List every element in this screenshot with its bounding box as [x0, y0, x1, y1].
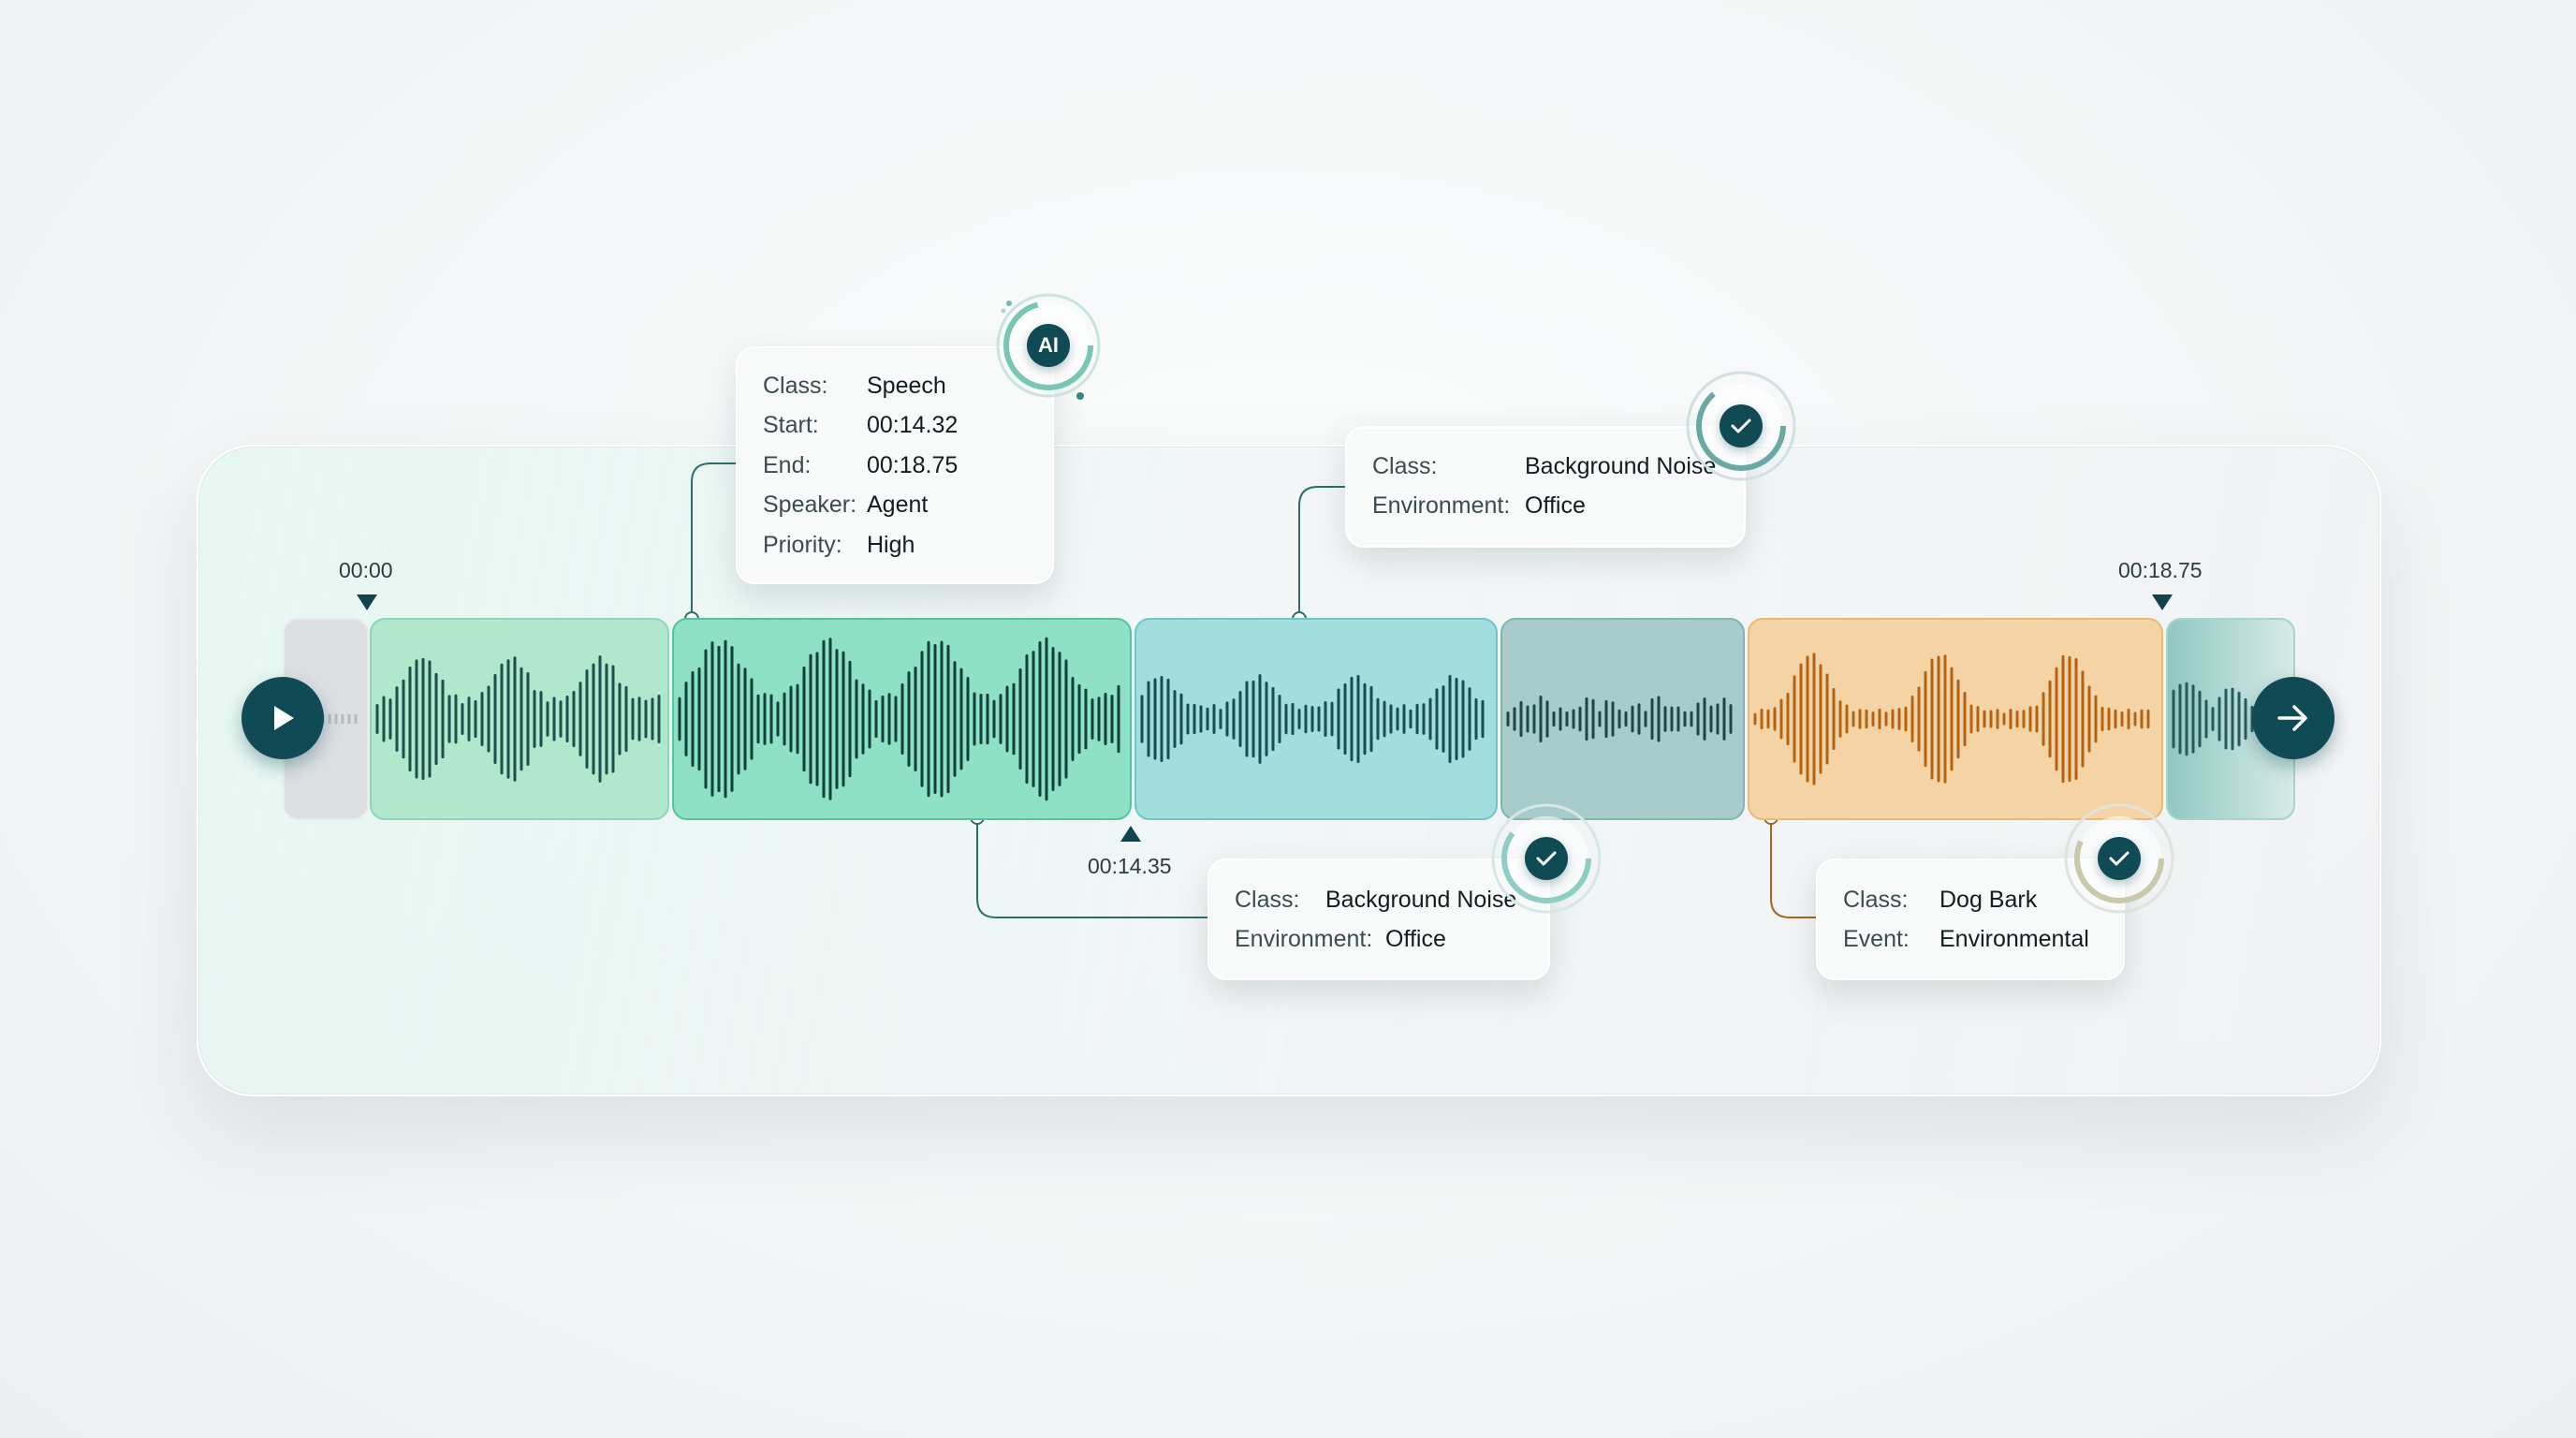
- noise-annotation-card-top[interactable]: Class:Background Noise Environment:Offic…: [1345, 426, 1746, 548]
- next-button[interactable]: [2252, 677, 2334, 759]
- segment-speech-selected[interactable]: [672, 618, 1132, 820]
- check-badge: [1525, 837, 1568, 880]
- connector-noise-top: [1298, 486, 1345, 618]
- cursor-time-label: 00:14.35: [1088, 854, 1172, 878]
- play-button[interactable]: [242, 677, 324, 759]
- ai-badge: AI: [1027, 324, 1070, 367]
- noise-annotation-card-bottom[interactable]: Class:Background Noise Environment:Offic…: [1208, 858, 1550, 980]
- start-marker[interactable]: [357, 594, 377, 610]
- connector-speech: [691, 462, 736, 618]
- waveform: [678, 637, 1120, 801]
- segment-background-noise[interactable]: [1134, 618, 1498, 820]
- dog-bark-annotation-card[interactable]: Class:Dog Bark Event:Environmental: [1816, 858, 2125, 980]
- connector-dog: [1770, 817, 1816, 918]
- waveform: [1506, 696, 1733, 742]
- segment-dog-bark[interactable]: [1748, 618, 2163, 820]
- segment-background-noise-2[interactable]: [1500, 618, 1745, 820]
- cursor-marker[interactable]: [1120, 826, 1141, 842]
- play-icon: [274, 706, 294, 730]
- speech-annotation-card[interactable]: Class:Speech Start:00:14.32 End:00:18.75…: [736, 346, 1054, 584]
- end-marker[interactable]: [2152, 594, 2173, 610]
- waveform: [375, 655, 661, 783]
- check-icon: [1731, 418, 1751, 433]
- check-icon: [1536, 851, 1557, 866]
- waveform: [1140, 674, 1485, 764]
- check-badge: [1720, 404, 1763, 448]
- check-badge: [2098, 837, 2141, 880]
- arrow-right-icon: [2277, 705, 2307, 731]
- start-time-label: 00:00: [339, 558, 393, 582]
- segment-speech-1[interactable]: [370, 618, 669, 820]
- connector-noise-bottom: [976, 817, 1208, 918]
- waveform: [1753, 653, 2150, 785]
- check-icon: [2109, 851, 2130, 866]
- end-time-label: 00:18.75: [2118, 558, 2203, 582]
